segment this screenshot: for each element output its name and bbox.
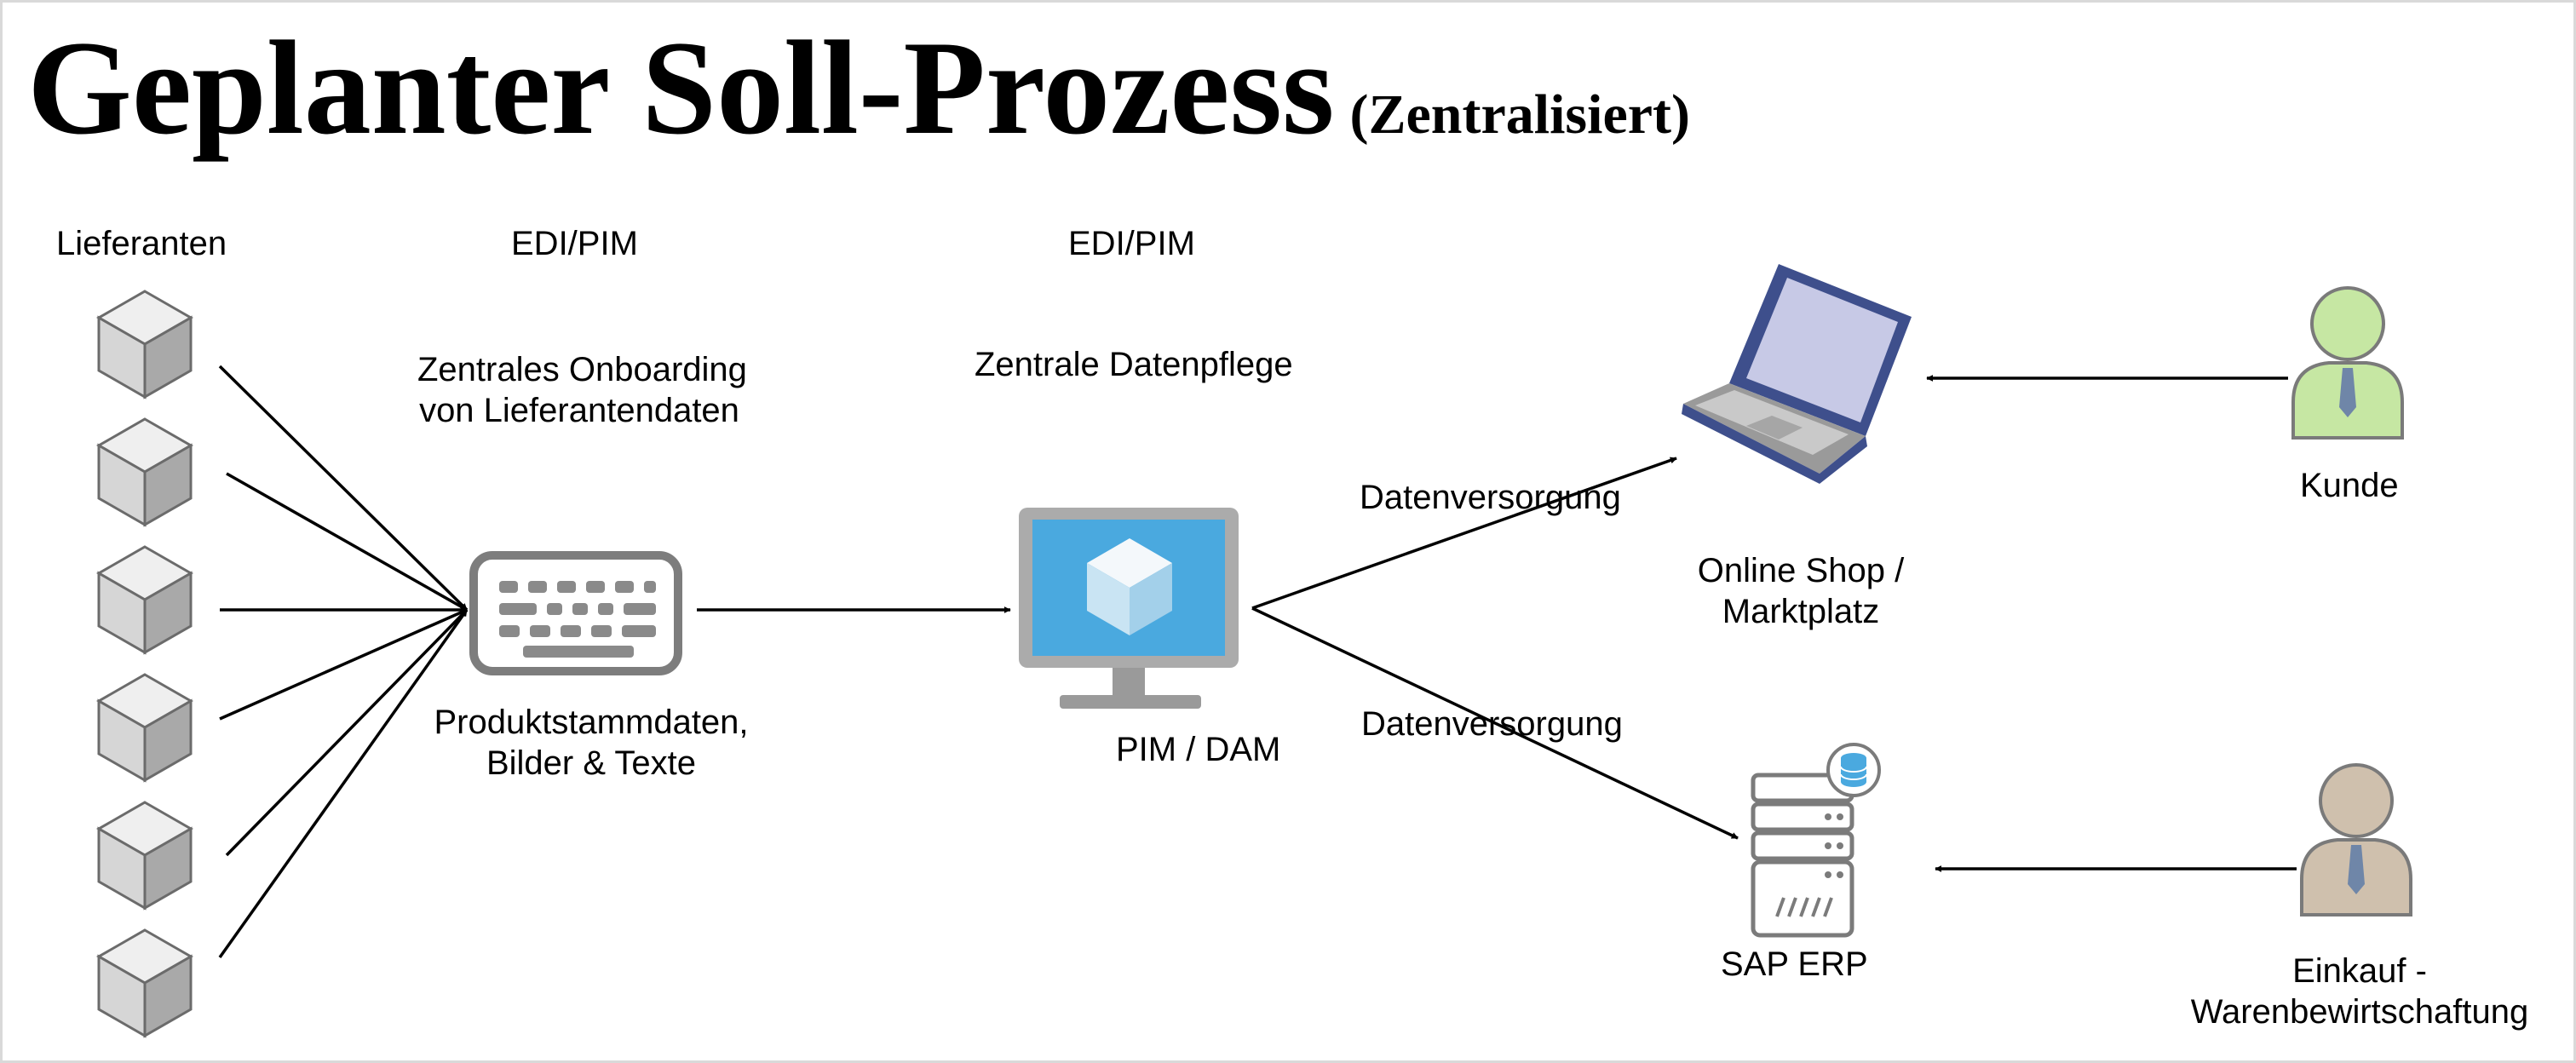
supplier-arrow bbox=[218, 365, 469, 612]
laptop-icon bbox=[1682, 264, 1912, 484]
product-data-line-1: Produktstammdaten, bbox=[434, 704, 749, 741]
data-maintenance-label: Zentrale Datenpflege bbox=[975, 346, 1293, 383]
edi-pim-label-1: EDI/PIM bbox=[511, 225, 638, 262]
box-icon bbox=[97, 801, 193, 910]
customer-label: Kunde bbox=[2300, 467, 2399, 504]
title-text: Geplanter Soll-Prozess bbox=[27, 14, 1335, 163]
box-icon bbox=[97, 545, 193, 654]
suppliers-label: Lieferanten bbox=[56, 225, 227, 262]
sap-erp-label: SAP ERP bbox=[1721, 945, 1868, 983]
supplier-arrow bbox=[218, 608, 469, 959]
monitor-icon bbox=[1019, 508, 1239, 709]
product-data-line-2: Bilder & Texte bbox=[486, 744, 697, 782]
purchasing-label: Einkauf - Warenbewirtschaftung bbox=[2172, 951, 2547, 1032]
box-icon bbox=[97, 928, 193, 1037]
data-supply-label-2: Datenversorgung bbox=[1361, 705, 1623, 743]
supplier-arrow bbox=[219, 608, 468, 721]
purchasing-user-icon bbox=[2300, 763, 2412, 916]
pim-dam-label: PIM / DAM bbox=[1116, 731, 1281, 768]
customer-user-icon bbox=[2291, 286, 2404, 440]
box-icon bbox=[97, 290, 193, 399]
purchasing-line-1: Einkauf - bbox=[2292, 952, 2427, 990]
supplier-arrow bbox=[225, 608, 469, 857]
box-icon bbox=[97, 673, 193, 782]
purchasing-line-2: Warenbewirtschaftung bbox=[2190, 993, 2529, 1031]
product-data-label: Produktstammdaten, Bilder & Texte bbox=[421, 702, 762, 784]
online-shop-line-2: Marktplatz bbox=[1722, 593, 1880, 630]
onboarding-line-2: von Lieferantendaten bbox=[419, 392, 739, 429]
box-icon bbox=[97, 417, 193, 526]
supplier-arrows bbox=[218, 365, 469, 959]
server-icon bbox=[1751, 743, 1881, 938]
onboarding-line-1: Zentrales Onboarding bbox=[417, 351, 747, 388]
edi-pim-label-2: EDI/PIM bbox=[1068, 225, 1195, 262]
arrow-pim-to-shop bbox=[1251, 457, 1677, 610]
supplier-arrow bbox=[226, 472, 468, 612]
page-title: Geplanter Soll-Prozess(Zentralisiert) bbox=[27, 12, 1690, 192]
arrow-pim-to-erp bbox=[1251, 606, 1739, 840]
supplier-box-list bbox=[97, 290, 193, 1037]
title-subtitle: (Zentralisiert) bbox=[1349, 83, 1690, 146]
online-shop-line-1: Online Shop / bbox=[1697, 552, 1905, 589]
onboarding-label: Zentrales Onboarding von Lieferantendate… bbox=[417, 349, 747, 431]
online-shop-label: Online Shop / Marktplatz bbox=[1673, 550, 1929, 632]
data-supply-label-1: Datenversorgung bbox=[1360, 479, 1621, 516]
keyboard-icon bbox=[469, 551, 682, 675]
